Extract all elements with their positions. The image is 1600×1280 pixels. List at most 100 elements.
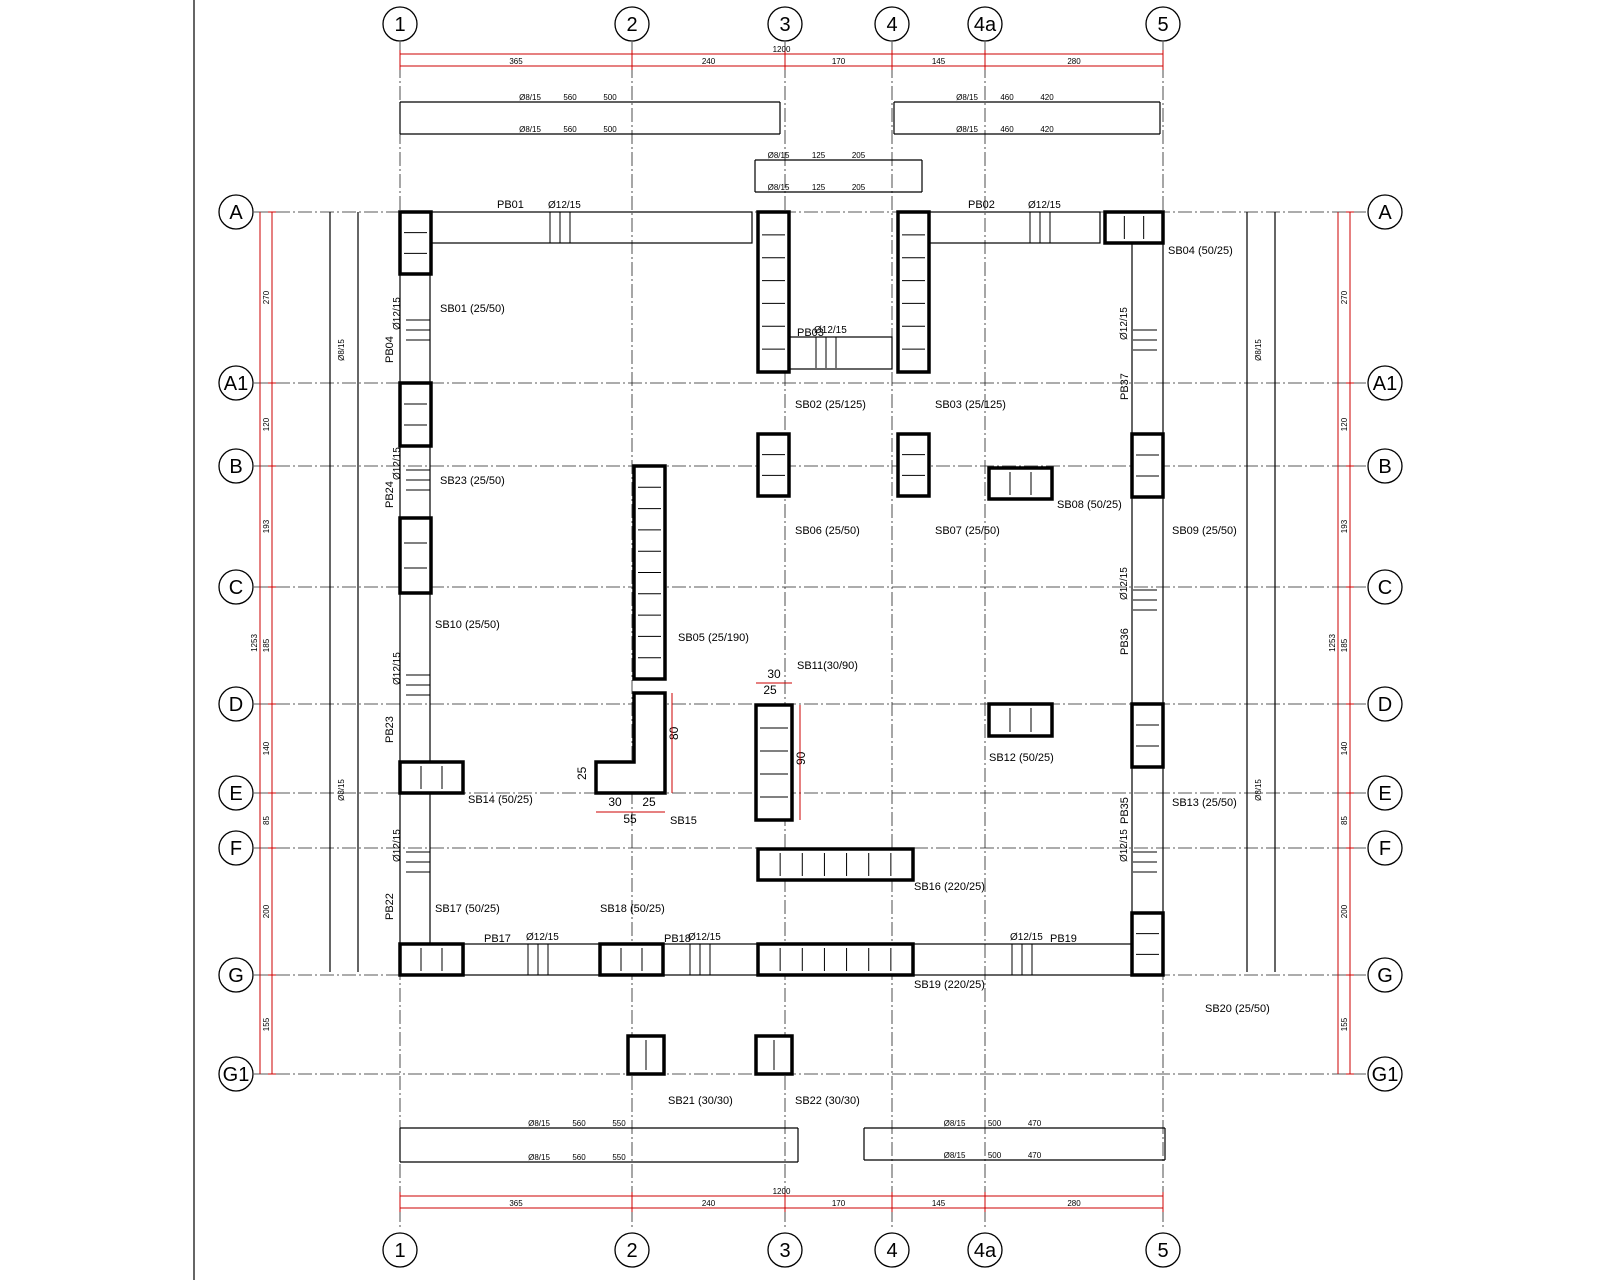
slab-top-left-top-bar: Ø8/15: [519, 93, 541, 102]
slab-bottom-right-top-bar: Ø8/15: [944, 1119, 966, 1128]
beam-right-wall: [1131, 242, 1164, 945]
bubble-top-3-circle: [767, 6, 803, 42]
beam-label-PB23: PB23: [384, 716, 396, 743]
column-label-SB01: SB01 (25/50): [440, 303, 505, 315]
bubble-right-A1-label: A1: [1373, 373, 1397, 395]
dim-bottom-seg-4: 280: [1067, 1199, 1081, 1208]
column-sb18: [598, 942, 665, 977]
bubble-left-A1-circle: [218, 365, 254, 401]
slab-top-left-top-len: 560: [563, 93, 577, 102]
column-sb23: [398, 381, 433, 448]
slab-bottom-right-bottom-len: 500: [988, 1151, 1002, 1160]
stirrup-note-12: Ø12/15: [1010, 932, 1043, 943]
column-label-SB02: SB02 (25/125): [795, 399, 866, 411]
bubble-left-F-circle: [218, 830, 254, 866]
column-sb15: [594, 691, 667, 795]
dim-top-seg-0: 365: [509, 57, 523, 66]
column-sb12: [987, 702, 1054, 738]
bubble-left-C-circle: [218, 569, 254, 605]
bubble-right-C-circle: [1367, 569, 1403, 605]
column-sb02: [756, 210, 791, 374]
stirrup-note-9: Ø12/15: [1119, 829, 1130, 862]
bubble-left-F-label: F: [230, 838, 242, 860]
column-label-SB20: SB20 (25/50): [1205, 1003, 1270, 1015]
column-label-SB21: SB21 (30/30): [668, 1095, 733, 1107]
bubble-left-A-circle: [218, 194, 254, 230]
slab-top-left-top-span: 500: [603, 93, 617, 102]
column-label-SB18: SB18 (50/25): [600, 903, 665, 915]
column-sb04: [1103, 210, 1165, 245]
stirrup-note-11: Ø12/15: [688, 932, 721, 943]
dim-right-seg-6: 200: [1340, 904, 1349, 918]
slab-top-mid-bottom-bar: Ø8/15: [768, 183, 790, 192]
beam-label-PB35: PB35: [1119, 797, 1131, 824]
bubble-top-4a-circle: [967, 6, 1003, 42]
sb11-dim-inner: 25: [763, 683, 777, 697]
beam-label-PB24: PB24: [384, 481, 396, 508]
dim-left-seg-1: 120: [262, 417, 271, 431]
bubble-top-2-label: 2: [626, 14, 637, 36]
slab-top-mid-top-bar: Ø8/15: [768, 151, 790, 160]
beam-pb03: [784, 336, 893, 370]
dim-right-seg-5: 85: [1340, 816, 1349, 825]
bubble-left-B-circle: [218, 448, 254, 484]
slab-bottom-left-bottom-bar: Ø8/15: [528, 1153, 550, 1162]
bubble-left-G-circle: [218, 957, 254, 993]
stirrup-note-10: Ø12/15: [526, 932, 559, 943]
dim-right-seg-0: 270: [1340, 290, 1349, 304]
stirrup-note-4: Ø12/15: [392, 447, 403, 480]
sb15-dim-a: 30: [608, 795, 622, 809]
bubble-bottom-4-label: 4: [886, 1240, 897, 1262]
dim-left-seg-5: 85: [262, 816, 271, 825]
slab-top-right-top-len: 460: [1000, 93, 1014, 102]
slab-side-0-bar-0: Ø8/15: [337, 339, 346, 361]
bubble-top-4-circle: [874, 6, 910, 42]
sb15-dim-h: 80: [667, 726, 681, 740]
dim-bottom-total: 1200: [773, 1187, 791, 1196]
dim-left-seg-3: 185: [262, 638, 271, 652]
slab-bottom-right-bottom-span: 470: [1028, 1151, 1042, 1160]
stirrup-note-0: Ø12/15: [548, 200, 581, 211]
bubble-right-D-label: D: [1378, 694, 1392, 716]
slab-top-left-bottom-bar: Ø8/15: [519, 125, 541, 134]
slab-top-right-bottom-span: 420: [1040, 125, 1054, 134]
beam-pb01: [429, 211, 753, 244]
column-label-SB12: SB12 (50/25): [989, 752, 1054, 764]
sb15-dim-total: 55: [623, 812, 637, 826]
dim-right-seg-2: 193: [1340, 519, 1349, 533]
column-label-SB10: SB10 (25/50): [435, 619, 500, 631]
slab-top-left-bottom-span: 500: [603, 125, 617, 134]
column-label-SB15: SB15: [670, 815, 697, 827]
column-label-SB17: SB17 (50/25): [435, 903, 500, 915]
slab-bottom-left-top-span: 550: [612, 1119, 626, 1128]
slab-bottom-right-bottom-bar: Ø8/15: [944, 1151, 966, 1160]
column-label-SB19: SB19 (220/25): [914, 979, 985, 991]
dim-left-seg-4: 140: [262, 741, 271, 755]
bubble-left-C-label: C: [229, 577, 243, 599]
bubble-left-A-label: A: [229, 202, 243, 224]
bubble-bottom-2-circle: [614, 1232, 650, 1268]
bubble-top-3-label: 3: [779, 14, 790, 36]
column-sb17: [398, 942, 465, 977]
column-sb16: [756, 847, 915, 882]
bubble-top-5-circle: [1145, 6, 1181, 42]
bubble-left-A1-label: A1: [224, 373, 248, 395]
dim-right-seg-7: 155: [1340, 1017, 1349, 1031]
slab-bottom-right-top-span: 470: [1028, 1119, 1042, 1128]
column-sb07: [896, 432, 931, 498]
bubble-right-A-label: A: [1378, 202, 1392, 224]
bubble-bottom-5-circle: [1145, 1232, 1181, 1268]
dim-bottom-seg-3: 145: [932, 1199, 946, 1208]
column-sb01: [398, 210, 433, 276]
bubble-top-1-circle: [382, 6, 418, 42]
bubble-right-G1-circle: [1367, 1056, 1403, 1092]
dim-top-seg-2: 170: [832, 57, 846, 66]
sb15-dim-side: 25: [575, 766, 589, 780]
beam-pb02: [921, 211, 1101, 244]
slab-top-mid-bottom-len: 125: [812, 183, 826, 192]
dim-left-total: 1253: [250, 634, 259, 652]
stirrup-note-2: Ø12/15: [814, 325, 847, 336]
bubble-bottom-3-label: 3: [779, 1240, 790, 1262]
stirrup-note-8: Ø12/15: [1119, 567, 1130, 600]
